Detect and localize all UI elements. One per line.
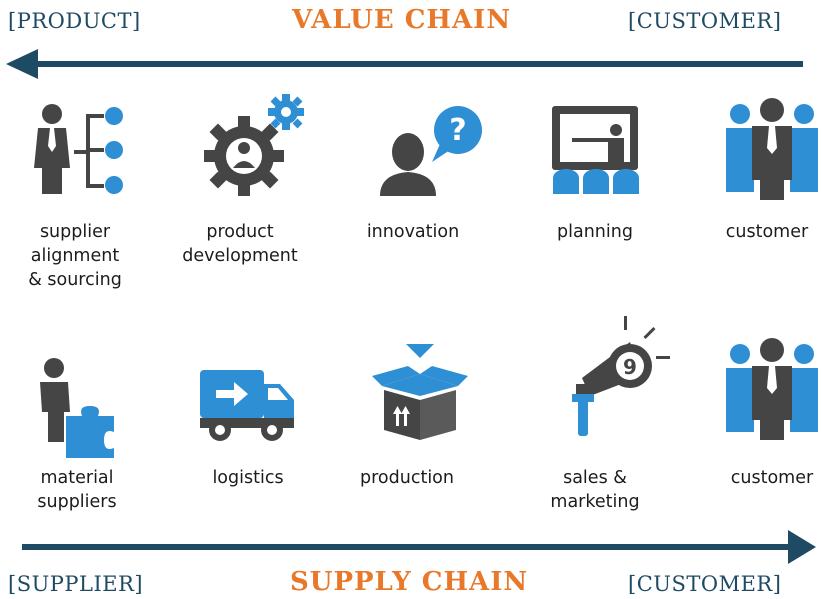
truck-icon — [200, 370, 294, 441]
label-planning: planning — [557, 222, 633, 242]
label-production: production — [360, 468, 454, 488]
value-chain-arrow — [6, 49, 803, 79]
gear-person-icon — [204, 94, 304, 196]
supplier-hierarchy-icon — [34, 104, 123, 194]
customer-bracket-label-bottom: [CUSTOMER] — [628, 572, 782, 596]
supplier-bracket-label: [SUPPLIER] — [8, 572, 144, 596]
presentation-icon — [552, 106, 639, 194]
value-chain-title: VALUE CHAIN — [292, 5, 512, 35]
svg-text:9: 9 — [623, 355, 637, 379]
supply-chain-title: SUPPLY CHAIN — [290, 567, 529, 597]
customer-group-icon — [726, 338, 818, 440]
label-customer-top: customer — [725, 222, 809, 242]
person-puzzle-icon — [40, 358, 114, 458]
megaphone-icon: 9 — [572, 316, 670, 436]
label-sales-marketing: sales &marketing — [550, 468, 640, 512]
label-customer-bottom: customer — [730, 468, 814, 488]
customer-group-icon — [726, 98, 818, 200]
person-question-icon: ? — [380, 106, 482, 196]
label-logistics: logistics — [212, 468, 284, 488]
box-icon — [372, 344, 468, 440]
label-innovation: innovation — [366, 222, 460, 242]
supply-chain-arrow — [22, 530, 816, 564]
customer-bracket-label-top: [CUSTOMER] — [628, 9, 782, 33]
product-bracket-label: [PRODUCT] — [8, 9, 141, 33]
svg-text:?: ? — [449, 113, 466, 148]
